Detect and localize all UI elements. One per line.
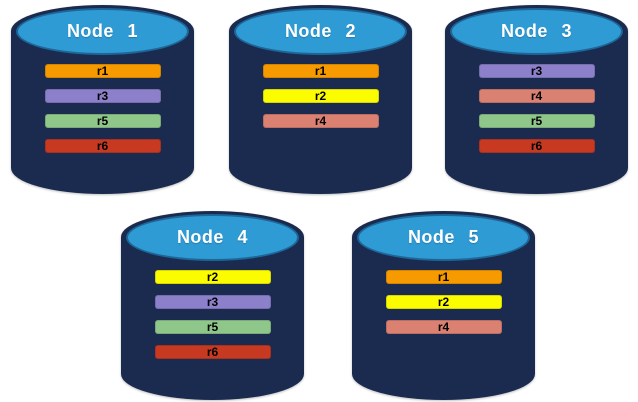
node-3-cylinder: Node 3 r3 r4 r5 r6 xyxy=(445,5,628,194)
replica-bar: r4 xyxy=(478,89,595,103)
replica-bar: r3 xyxy=(44,89,161,103)
node-label: Node 4 xyxy=(176,227,249,247)
replica-bar: r6 xyxy=(478,139,595,153)
node-5-cylinder: Node 5 r1 r2 r4 xyxy=(352,211,535,400)
replica-bar: r2 xyxy=(154,270,271,284)
node-label: Node 3 xyxy=(500,21,573,41)
replica-bar: r1 xyxy=(385,270,502,284)
replica-bar: r5 xyxy=(478,114,595,128)
replica-list: r1 r2 r4 xyxy=(262,64,379,128)
replica-bar: r4 xyxy=(385,320,502,334)
cylinder-top-ellipse: Node 1 xyxy=(16,8,189,55)
replica-bar: r1 xyxy=(44,64,161,78)
node-2-cylinder: Node 2 r1 r2 r4 xyxy=(229,5,412,194)
cylinder-top-ellipse: Node 4 xyxy=(126,214,299,261)
cylinder-top-ellipse: Node 2 xyxy=(234,8,407,55)
replica-list: r3 r4 r5 r6 xyxy=(478,64,595,153)
replica-bar: r5 xyxy=(44,114,161,128)
replica-list: r2 r3 r5 r6 xyxy=(154,270,271,359)
cylinder-top-ellipse: Node 3 xyxy=(450,8,623,55)
node-4-cylinder: Node 4 r2 r3 r5 r6 xyxy=(121,211,304,400)
replica-bar: r5 xyxy=(154,320,271,334)
cylinder-top-ellipse: Node 5 xyxy=(357,214,530,261)
node-label: Node 5 xyxy=(407,227,480,247)
replica-bar: r2 xyxy=(385,295,502,309)
replica-list: r1 r2 r4 xyxy=(385,270,502,334)
replica-bar: r6 xyxy=(44,139,161,153)
node-label: Node 2 xyxy=(284,21,357,41)
replica-bar: r1 xyxy=(262,64,379,78)
replica-bar: r4 xyxy=(262,114,379,128)
replica-bar: r2 xyxy=(262,89,379,103)
replica-bar: r3 xyxy=(154,295,271,309)
replica-bar: r6 xyxy=(154,345,271,359)
replica-list: r1 r3 r5 r6 xyxy=(44,64,161,153)
replica-bar: r3 xyxy=(478,64,595,78)
node-1-cylinder: Node 1 r1 r3 r5 r6 xyxy=(11,5,194,194)
node-label: Node 1 xyxy=(66,21,139,41)
